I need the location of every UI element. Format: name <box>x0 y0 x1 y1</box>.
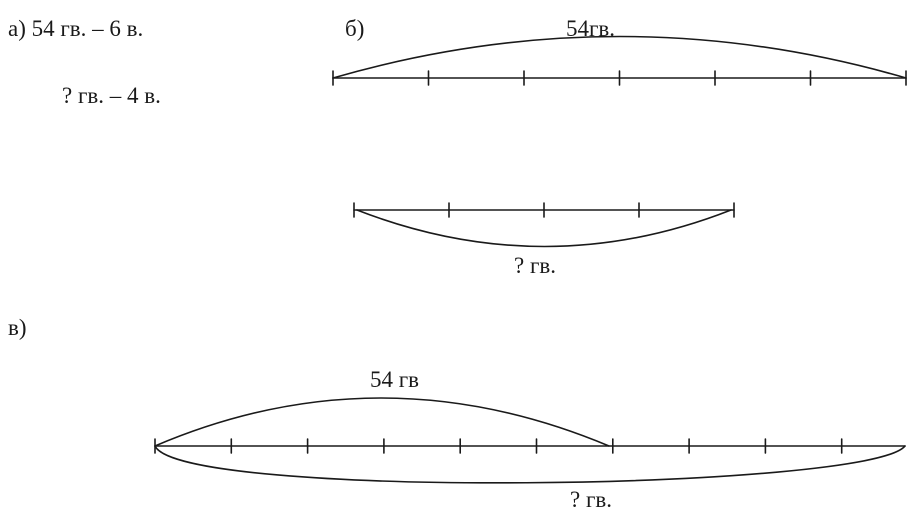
part-a-condition-1-text: 54 гв. – 6 в. <box>31 16 144 41</box>
part-b-bottom-diagram <box>353 202 735 248</box>
part-c-top-brace-label: 54 гв <box>370 367 420 392</box>
part-c-bottom-brace-label: ? гв. <box>570 487 613 512</box>
part-b-top-brace-label: 54гв. <box>566 16 616 41</box>
part-b-top-brace <box>332 35 907 79</box>
part-c-bottom-brace <box>154 445 906 484</box>
part-c-ticks <box>154 438 843 454</box>
part-c-label: в) <box>8 315 27 340</box>
part-c-diagram <box>154 397 906 484</box>
part-a-label: а) <box>8 16 26 41</box>
part-b-bottom-brace <box>356 209 732 248</box>
part-a-condition-1: а) 54 гв. – 6 в. <box>8 17 143 40</box>
part-b-top-diagram <box>332 35 907 86</box>
part-b-bottom-brace-label: ? гв. <box>514 253 557 278</box>
part-c-top-brace <box>154 397 610 447</box>
part-a-condition-2: ? гв. – 4 в. <box>62 83 161 108</box>
part-b-top-ticks <box>332 70 907 86</box>
part-b-bottom-ticks <box>353 202 735 218</box>
part-b-label: б) <box>345 16 365 41</box>
